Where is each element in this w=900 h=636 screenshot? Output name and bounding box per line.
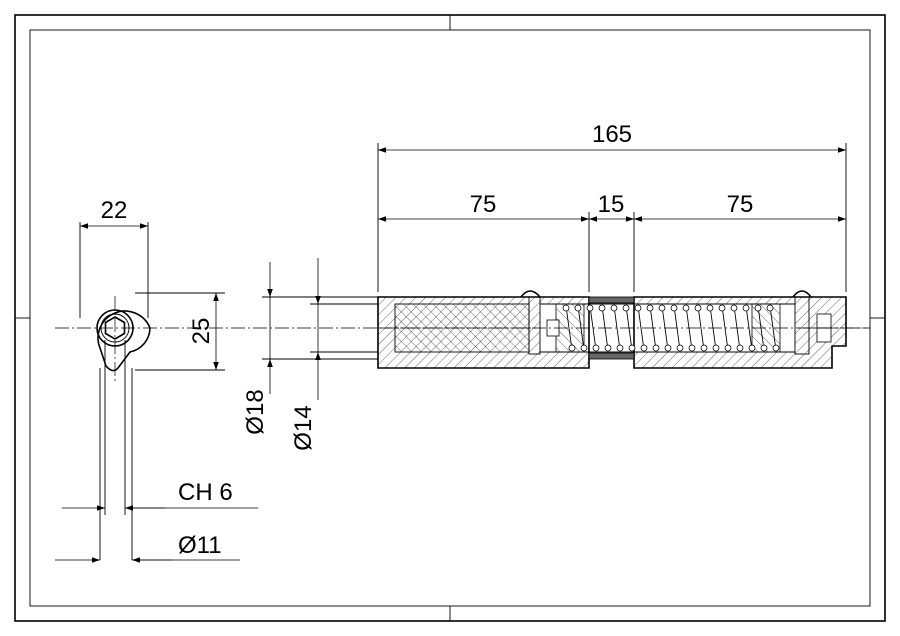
dim-head-height-label: 25 <box>188 318 215 345</box>
dim-pin-diameter-label: Ø11 <box>178 532 222 559</box>
dim-outer-diameter: Ø18 <box>242 262 273 435</box>
section-view <box>377 290 870 369</box>
dim-segment-mid-label: 15 <box>598 191 625 218</box>
dim-overall-length-label: 165 <box>592 121 632 148</box>
dim-pin-diameter: Ø11 <box>55 532 240 563</box>
dim-outer-diameter-label: Ø18 <box>242 389 269 434</box>
dim-head-width-label: 22 <box>101 197 128 224</box>
dim-segment-left-label: 75 <box>470 191 497 218</box>
dim-inner-diameter-label: Ø14 <box>290 405 317 450</box>
dim-head-height: 25 <box>188 293 219 370</box>
dim-segment-right-label: 75 <box>727 191 754 218</box>
dim-hex-key-label: CH 6 <box>178 479 233 506</box>
dim-hex-key: CH 6 <box>62 479 258 511</box>
sheet-frame <box>14 14 886 622</box>
end-view <box>79 222 225 560</box>
dim-head-width: 22 <box>80 197 148 229</box>
spring <box>562 304 780 352</box>
dim-segments: 75 15 75 <box>378 191 846 292</box>
dim-inner-diameter: Ø14 <box>290 258 321 451</box>
